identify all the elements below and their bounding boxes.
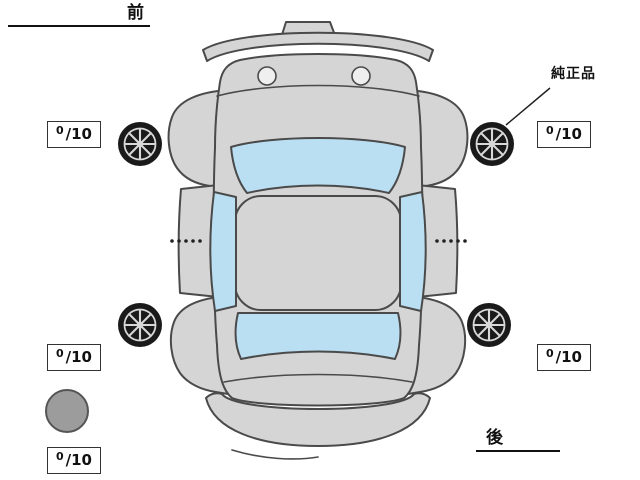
hood-detail-left [257,66,277,86]
roof [234,195,402,311]
hood-crease [216,84,420,97]
wheel-rear-left-icon [116,301,164,349]
score-front-right-denominator: /10 [555,125,582,143]
front-label-text: 前 [127,3,144,23]
dotted-line-right [435,239,467,243]
genuine-part-label: 純正品 [551,66,596,82]
dotted-line-left [170,239,202,243]
score-rear-right-denominator: /10 [555,348,582,366]
score-rear-left-value: 0 [55,347,64,360]
score-rear-right-value: 0 [545,347,554,360]
score-spare-denominator: /10 [65,451,92,469]
front-label: 前 [8,2,150,27]
wheel-rear-right-icon [465,301,513,349]
hood-detail-right [351,66,371,86]
windshield [230,137,406,194]
wheel-front-right-icon [468,120,516,168]
score-front-left-value: 0 [55,124,64,137]
score-spare-value: 0 [55,450,64,463]
score-front-left: 0 /10 [47,121,101,148]
score-front-right: 0 /10 [537,121,591,148]
score-rear-left: 0 /10 [47,344,101,371]
spare-tire-icon [45,389,89,433]
rear-window [234,312,402,360]
trunk-crease [223,373,413,383]
score-rear-right: 0 /10 [537,344,591,371]
side-window-left [209,191,237,312]
side-window-right [399,191,427,312]
rear-bumper [205,392,431,447]
score-front-left-denominator: /10 [65,125,92,143]
score-front-right-value: 0 [545,124,554,137]
score-rear-left-denominator: /10 [65,348,92,366]
front-bumper [202,31,434,62]
rear-label: 後 [476,427,560,452]
rear-label-text: 後 [486,428,503,448]
score-spare: 0 /10 [47,447,101,474]
wheel-front-left-icon [116,120,164,168]
genuine-part-pointer-line [505,87,551,126]
rear-bumper-lip [231,449,319,460]
